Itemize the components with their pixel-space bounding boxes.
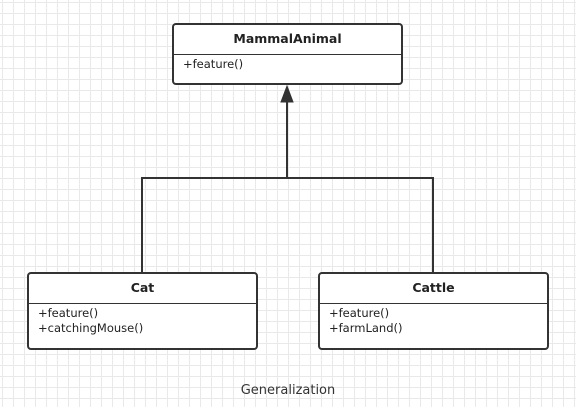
class-methods-cat: +feature() +catchingMouse()	[29, 304, 256, 340]
class-box-cattle[interactable]: Cattle +feature() +farmLand()	[318, 272, 549, 350]
connector-cat-to-mammal	[141, 101, 288, 272]
class-name-mammal-animal: MammalAnimal	[174, 25, 401, 55]
method-cattle-feature: +feature()	[329, 306, 390, 320]
method-cattle-farm-land: +farmLand()	[329, 321, 403, 335]
method-mammal-animal-feature: +feature()	[183, 57, 244, 71]
class-name-cat: Cat	[29, 274, 256, 304]
method-cat-feature: +feature()	[38, 306, 99, 320]
class-box-mammal-animal[interactable]: MammalAnimal +feature()	[172, 23, 403, 85]
class-box-cat[interactable]: Cat +feature() +catchingMouse()	[27, 272, 258, 350]
diagram-caption: Generalization	[240, 383, 336, 398]
inheritance-arrowhead	[280, 84, 294, 103]
class-methods-cattle: +feature() +farmLand()	[320, 304, 547, 340]
class-methods-mammal-animal: +feature()	[174, 55, 401, 76]
method-cat-catching-mouse: +catchingMouse()	[38, 321, 144, 335]
connector-cattle-to-mammal	[287, 177, 434, 272]
class-name-cattle: Cattle	[320, 274, 547, 304]
